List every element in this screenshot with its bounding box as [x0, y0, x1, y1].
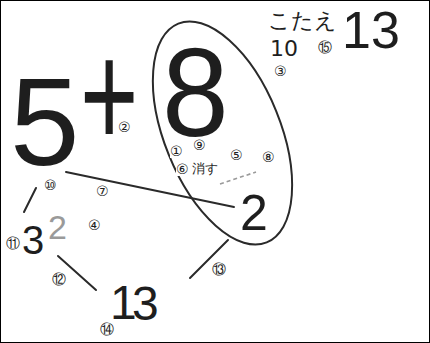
handwritten-digit: 3: [22, 220, 44, 260]
callout-number: ⑤: [230, 148, 243, 162]
callout-number: ⑮: [318, 40, 332, 54]
callout-number: ⑪: [6, 236, 20, 250]
split-line: [24, 188, 36, 212]
erased-line: [220, 172, 256, 184]
callout-number: ④: [88, 218, 101, 232]
handwritten-number: 10: [270, 38, 298, 60]
callout-number: ②: [118, 120, 131, 134]
handwritten-digit: 8: [162, 29, 229, 155]
callout-number: ⑩: [44, 178, 57, 192]
callout-number: ⑧: [262, 150, 275, 164]
callout-number: ⑨: [193, 138, 206, 152]
answer-number: 13: [342, 4, 400, 56]
answer-label: こたえ: [268, 10, 337, 32]
callout-number: ⑭: [100, 322, 114, 336]
handwritten-digit: 2: [240, 188, 268, 238]
erased-digit: 2: [48, 210, 67, 244]
callout-number: ⑥: [176, 162, 189, 176]
callout-number: ①: [170, 144, 183, 158]
plus-sign: +: [80, 19, 138, 169]
callout-number: ③: [274, 64, 287, 78]
callout-number: ⑦: [96, 184, 109, 198]
callout-number: ⑬: [212, 262, 226, 276]
split-line: [66, 172, 234, 207]
sum-line: [190, 240, 228, 278]
handwritten-digit: 5: [10, 59, 80, 184]
note: 消す: [192, 162, 218, 175]
oval-outline: [125, 2, 321, 264]
callout-number: ⑫: [52, 272, 66, 286]
handwritten-digit: 3: [132, 280, 159, 328]
